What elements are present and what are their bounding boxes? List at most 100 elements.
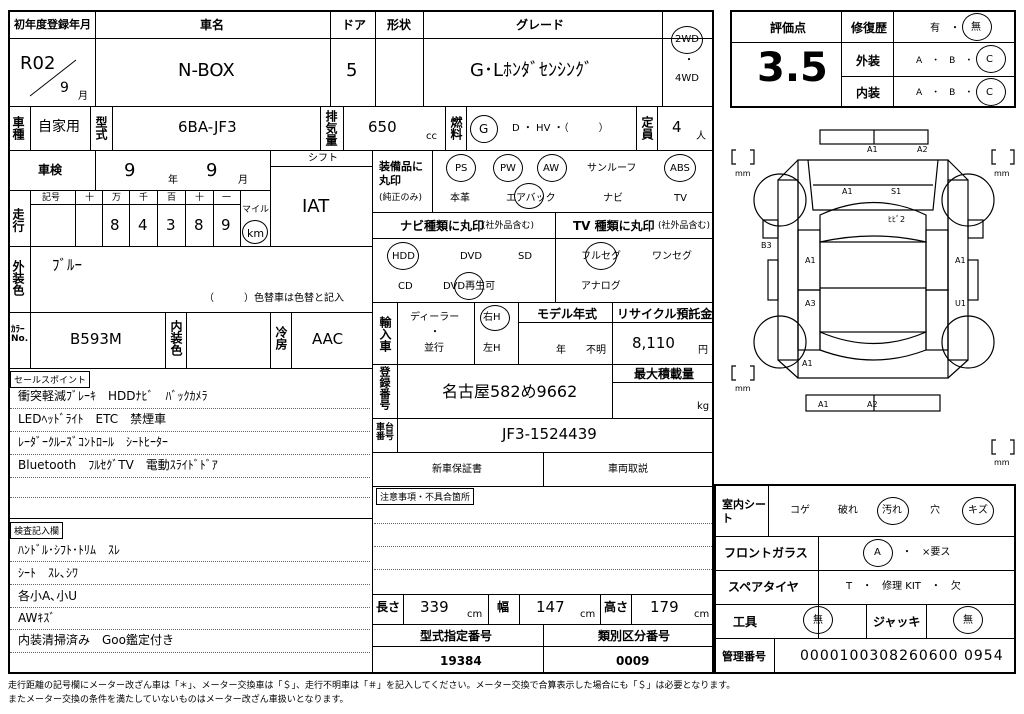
ac-label: 冷房 <box>274 326 288 350</box>
model-year-unit: 年 <box>556 345 566 356</box>
length-value: 339 <box>420 598 449 616</box>
capacity: 4 <box>672 118 682 136</box>
class-no-label: 類別区分番号 <box>598 629 671 643</box>
nav-hdd: HDD <box>392 251 415 262</box>
airbag-circle <box>514 183 544 209</box>
reg-year-label: 初年度登録年月 <box>14 18 91 31</box>
import-parallel: 並行 <box>424 343 444 354</box>
interior-table <box>714 484 1016 674</box>
nav-sub: (社外品含む) <box>482 221 535 231</box>
color-no-label: ｶﾗｰ No. <box>11 325 29 344</box>
height-label: 高さ <box>604 600 629 614</box>
int-c-circle <box>976 78 1006 106</box>
jack-none-circle <box>953 606 983 634</box>
spare-opts: T ・ 修理 KIT ・ 欠 <box>846 581 961 592</box>
note-line-1: ﾊﾝﾄﾞﾙ･ｼﾌﾄ･ﾄﾘﾑ ｽﾚ <box>18 543 121 557</box>
repair-yes: 有 ・ <box>930 23 960 34</box>
reg-month: 9 <box>60 80 69 96</box>
recycle-amount: 8,110 <box>632 334 675 352</box>
seat-tear: 破れ <box>838 505 858 516</box>
nav-label: ナビ種類に丸印 <box>400 219 485 233</box>
inspection-year-unit: 年 <box>168 175 178 186</box>
right-h-circle <box>480 305 510 331</box>
mgmt-label: 管理番号 <box>722 650 766 663</box>
diagram-label-12: A1 <box>818 400 829 409</box>
ext-label: 外装 <box>856 54 881 68</box>
color-no: B593M <box>70 330 122 348</box>
grade-label: グレード <box>516 18 565 32</box>
length-unit: cm <box>467 609 483 620</box>
fuel-g-circle <box>470 115 498 143</box>
diagram-label-10: U1 <box>955 299 966 308</box>
import-left: 左H <box>483 343 501 354</box>
ps-circle <box>446 154 476 182</box>
repair-none: 無 <box>971 22 981 33</box>
diagram-label-11: A1 <box>802 359 813 368</box>
width-unit: cm <box>580 609 596 620</box>
aw-circle <box>537 154 567 182</box>
exterior-label: 外装色 <box>11 260 25 296</box>
recycle-label: リサイクル預託金 <box>617 307 713 321</box>
mileage-symbol-label: 記号 <box>42 193 61 203</box>
equip-abs: ABS <box>670 163 690 174</box>
new-car-warranty: 新車保証書 <box>432 464 482 475</box>
score-value: 3.5 <box>757 45 828 91</box>
door-count: 5 <box>346 60 358 81</box>
mm-1: mm <box>735 169 751 178</box>
sales-line-2: LEDﾍｯﾄﾞﾗｲﾄ ETC 禁煙車 <box>18 412 167 426</box>
diagram-label-6: B3 <box>761 241 772 250</box>
nav-sd: SD <box>518 251 533 262</box>
interior-seat-label: 室内シート <box>722 498 766 525</box>
int-label: 内装 <box>856 86 881 100</box>
place-3: 千 <box>139 193 149 203</box>
seat-dirt-circle <box>877 497 909 525</box>
windshield-opts: ・ ×要ス <box>902 547 951 558</box>
owner-manual: 車両取説 <box>608 464 648 475</box>
ext-c-circle <box>976 45 1006 73</box>
jack-label: ジャッキ <box>873 615 921 629</box>
tv-analog: アナログ <box>581 281 621 292</box>
equip-tv: TV <box>674 193 687 204</box>
shift-value: IAT <box>302 196 330 217</box>
grade-box <box>730 10 1016 108</box>
usage-value: 自家用 <box>38 119 80 135</box>
score-label: 評価点 <box>770 21 807 35</box>
nav-cd: CD <box>398 281 413 292</box>
width-label: 幅 <box>497 600 510 614</box>
footer-line-1: 走行距離の記号欄にメーター改ざん車は「＊」、メーター交換車は「＄」、走行不明車は… <box>8 681 736 691</box>
equip-aw: AW <box>543 163 560 174</box>
seat-dirt: 汚れ <box>882 505 902 516</box>
tools-none-circle <box>803 606 833 634</box>
model-value: 6BA-JF3 <box>178 118 237 136</box>
diagram-label-7: A1 <box>805 256 816 265</box>
abs-circle <box>664 154 696 182</box>
int-abc: A ・ B ・ <box>916 88 974 98</box>
tv-oneseg: ワンセグ <box>652 251 692 262</box>
grade-value: G･Lﾎﾝﾀﾞｾﾝｼﾝｸﾞ <box>470 60 593 81</box>
diagram-label-5: ﾋﾋﾞ2 <box>888 215 906 224</box>
type-no-value: 19384 <box>440 654 482 668</box>
diagram-label-2: A2 <box>917 145 928 154</box>
type-no-label: 型式指定番号 <box>420 629 493 643</box>
model-year-unknown: 不明 <box>586 345 606 356</box>
equip-sunroof: サンルーフ <box>587 163 637 174</box>
place-4: 百 <box>167 193 177 203</box>
tv-label: TV 種類に丸印 <box>573 219 655 233</box>
digit-2: 4 <box>138 216 148 234</box>
recycle-unit: 円 <box>698 345 708 356</box>
mm-2: mm <box>994 169 1010 178</box>
mm-3: mm <box>735 384 751 393</box>
equip-ps: PS <box>455 163 468 174</box>
exterior-color: ﾌﾞﾙｰ <box>52 256 83 274</box>
sales-line-1: 衝突軽減ﾌﾞﾚｰｷ HDDﾅﾋﾞ ﾊﾞｯｸｶﾒﾗ <box>18 389 208 403</box>
ext-abc: A ・ B ・ <box>916 56 974 66</box>
jack-none: 無 <box>963 615 973 626</box>
place-2: 万 <box>112 193 122 203</box>
diagram-label-8: A1 <box>955 256 966 265</box>
disp-label: 排気量 <box>324 110 338 146</box>
seat-scratch: キズ <box>968 505 988 516</box>
plate-label: 登録番号 <box>378 366 391 410</box>
cc-unit: cc <box>426 131 437 142</box>
tv-sub: (社外品含む) <box>658 221 711 231</box>
repair-label: 修復歴 <box>851 21 888 35</box>
